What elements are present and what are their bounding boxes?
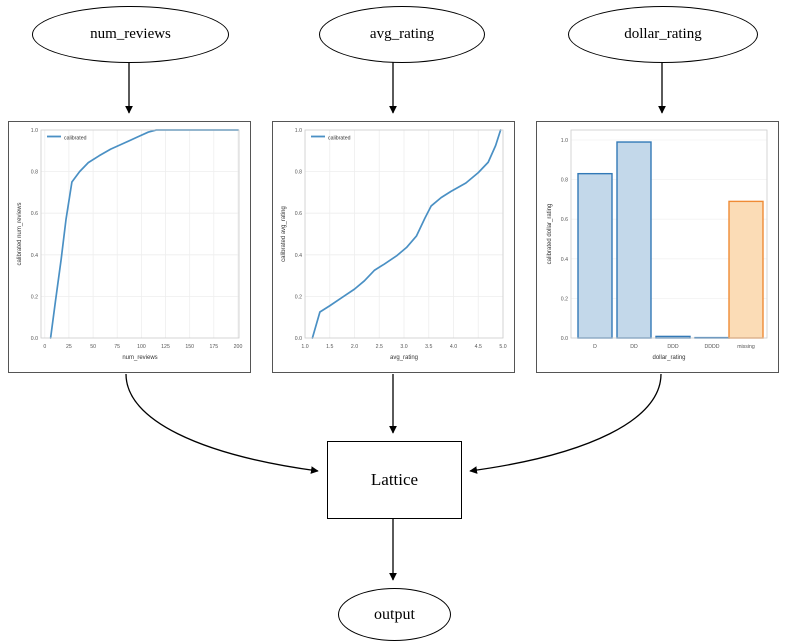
bars [577,141,764,339]
svg-text:25: 25 [66,344,72,350]
x-tick-labels: 0 25 50 75 100 125 150 175 200 [43,344,242,350]
svg-text:0.6: 0.6 [295,211,302,217]
legend: calibrated [311,136,351,142]
output-node[interactable]: output [338,588,451,641]
input-node-avg-rating[interactable]: avg_rating [319,6,485,63]
plot-background [41,130,239,338]
axis-spines [40,129,240,339]
output-node-label: output [374,605,415,623]
svg-text:missing: missing [737,344,755,350]
input-node-label: dollar_rating [624,26,702,42]
svg-text:1.5: 1.5 [326,344,333,350]
svg-text:4.5: 4.5 [475,344,482,350]
input-node-label: num_reviews [90,26,171,42]
svg-text:DDD: DDD [667,344,678,350]
svg-text:DD: DD [630,344,638,350]
lattice-node[interactable]: Lattice [327,441,462,519]
svg-text:3.5: 3.5 [425,344,432,350]
svg-text:0.0: 0.0 [31,336,38,342]
axis-spines [570,129,768,339]
svg-text:0: 0 [43,344,46,350]
calibrator-plot-dollar-rating[interactable]: 0.0 0.2 0.4 0.6 0.8 1.0 D DD DDD DDDD mi… [536,121,779,373]
svg-text:0.0: 0.0 [295,336,302,342]
svg-text:2.0: 2.0 [351,344,358,350]
svg-text:0.6: 0.6 [561,217,568,223]
input-node-dollar-rating[interactable]: dollar_rating [568,6,758,63]
calibrator-plot-avg-rating[interactable]: calibrated 0.0 0.2 0.4 0.6 0.8 1.0 1.0 1… [272,121,515,373]
y-tick-labels: 0.0 0.2 0.4 0.6 0.8 1.0 [295,128,302,342]
y-tick-labels: 0.0 0.2 0.4 0.6 0.8 1.0 [561,138,568,342]
svg-text:1.0: 1.0 [561,138,568,144]
svg-text:1.0: 1.0 [295,128,302,134]
svg-text:3.0: 3.0 [400,344,407,350]
line-chart-num-reviews: calibrated 0.0 0.2 0.4 0.6 0.8 1.0 0 [17,128,242,361]
svg-text:150: 150 [185,344,194,350]
bar-D [577,172,613,339]
y-axis-label: calibrated num_reviews [17,202,23,265]
y-axis-label: calibrated avg_rating [281,206,287,262]
svg-text:1.0: 1.0 [301,344,308,350]
input-node-num-reviews[interactable]: num_reviews [32,6,229,63]
edge-plot-num-reviews-to-lattice [125,373,319,474]
bar-chart-dollar-rating: 0.0 0.2 0.4 0.6 0.8 1.0 D DD DDD DDDD mi… [547,129,768,361]
svg-text:200: 200 [234,344,243,350]
x-tick-labels: 1.0 1.5 2.0 2.5 3.0 3.5 4.0 4.5 5.0 [301,344,506,350]
svg-text:0.4: 0.4 [295,253,302,259]
bar-DD [616,141,652,339]
svg-text:0.0: 0.0 [561,336,568,342]
svg-text:0.2: 0.2 [561,296,568,302]
legend: calibrated [47,136,87,142]
svg-text:100: 100 [137,344,146,350]
input-node-label: avg_rating [369,26,435,42]
svg-text:0.4: 0.4 [31,253,38,259]
x-tick-labels: D DD DDD DDDD missing [593,344,755,350]
series-calibrated-line [311,129,502,339]
svg-text:0.8: 0.8 [295,170,302,176]
svg-text:125: 125 [161,344,170,350]
plot-area: calibrated 0.0 0.2 0.4 0.6 0.8 1.0 0 [9,122,250,372]
x-axis-label: avg_rating [390,355,418,361]
legend-label-calibrated: calibrated [328,136,351,142]
svg-text:1.0: 1.0 [31,128,38,134]
y-axis-label: calibrated dollar_rating [547,204,553,265]
edge-plot-dollar-rating-to-lattice [469,373,662,474]
plot-area: calibrated 0.0 0.2 0.4 0.6 0.8 1.0 1.0 1… [273,122,514,372]
line-chart-avg-rating: calibrated 0.0 0.2 0.4 0.6 0.8 1.0 1.0 1… [281,128,507,361]
lattice-node-label: Lattice [370,470,419,489]
svg-text:5.0: 5.0 [499,344,506,350]
svg-text:0.4: 0.4 [561,257,568,263]
svg-text:175: 175 [209,344,218,350]
legend-label-calibrated: calibrated [64,136,87,142]
svg-text:0.8: 0.8 [31,170,38,176]
svg-text:0.2: 0.2 [31,294,38,300]
bar-missing [728,200,764,339]
x-axis-label: dollar_rating [652,355,685,361]
svg-text:75: 75 [114,344,120,350]
svg-text:0.2: 0.2 [295,294,302,300]
svg-text:DDDD: DDDD [705,344,720,350]
svg-text:0.8: 0.8 [561,178,568,184]
calibrator-plot-num-reviews[interactable]: calibrated 0.0 0.2 0.4 0.6 0.8 1.0 0 [8,121,251,373]
svg-text:2.5: 2.5 [376,344,383,350]
plot-area: 0.0 0.2 0.4 0.6 0.8 1.0 D DD DDD DDDD mi… [537,122,778,372]
svg-text:50: 50 [90,344,96,350]
axis-spines [304,129,504,339]
x-axis-label: num_reviews [122,355,157,361]
svg-text:D: D [593,344,597,350]
svg-text:0.6: 0.6 [31,211,38,217]
svg-text:4.0: 4.0 [450,344,457,350]
y-tick-labels: 0.0 0.2 0.4 0.6 0.8 1.0 [31,128,38,342]
